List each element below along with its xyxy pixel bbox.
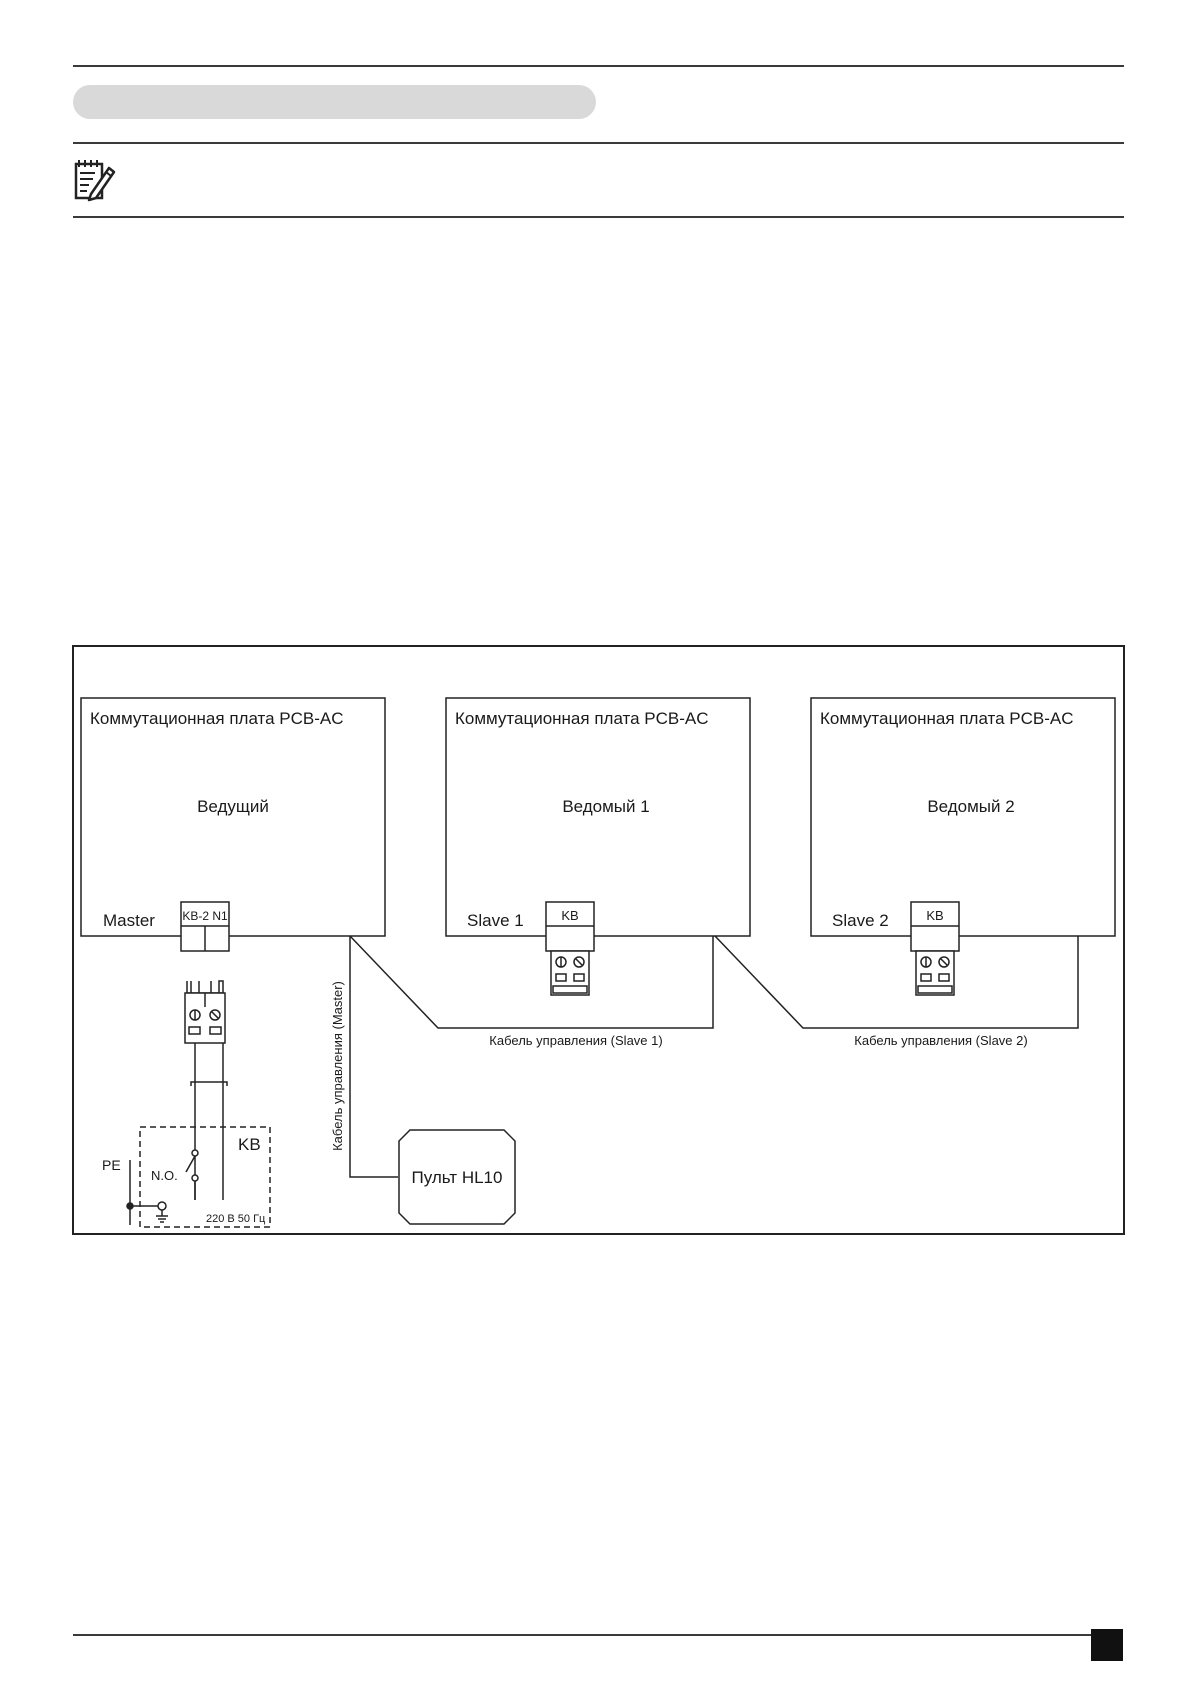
note-bottom-rule	[73, 216, 1124, 218]
top-rule	[73, 65, 1124, 67]
slave2-cable-label: Кабель управления (Slave 2)	[854, 1033, 1027, 1048]
board-slave2-title: Коммутационная плата PCB-AC	[820, 709, 1074, 728]
slave2-control-cable	[714, 935, 1079, 1029]
board-slave2-box	[810, 697, 1116, 937]
board-master-box	[80, 697, 386, 937]
slave2-terminal-label: KB	[926, 908, 943, 923]
page-number-marker	[1091, 1629, 1123, 1661]
board-slave2-port: Slave 2	[832, 911, 889, 930]
kb-switch-label: KB	[238, 1135, 261, 1154]
slave1-cable-label: Кабель управления (Slave 1)	[489, 1033, 662, 1048]
board-master-role: Ведущий	[197, 797, 269, 816]
slave1-plug-connector	[550, 950, 590, 996]
slave2-plug-connector	[915, 950, 955, 996]
board-master-port: Master	[103, 911, 155, 930]
master-control-cable	[349, 936, 398, 1178]
slave1-control-cable	[349, 935, 714, 1029]
board-slave1-port: Slave 1	[467, 911, 524, 930]
remote-hl10-box	[398, 1129, 516, 1225]
board-slave1-role: Ведомый 1	[562, 797, 649, 816]
footer-rule	[73, 1634, 1091, 1636]
kb-switch-box	[139, 1126, 271, 1228]
note-top-rule	[73, 142, 1124, 144]
ground-symbol	[126, 1160, 168, 1225]
kb-switch-contact: N.O.	[151, 1168, 178, 1183]
kb-switch-contact-symbol	[185, 1149, 199, 1200]
board-slave1-box	[445, 697, 751, 937]
master-switch-cable	[190, 1043, 228, 1200]
pe-label: PE	[102, 1157, 121, 1173]
diagram-frame	[72, 645, 1125, 1235]
remote-hl10-label: Пульт HL10	[412, 1168, 503, 1187]
note-pencil-icon	[74, 160, 116, 202]
master-cable-label: Кабель управления (Master)	[330, 981, 345, 1151]
board-master-title: Коммутационная плата PCB-AC	[90, 709, 344, 728]
slave1-terminal-label: KB	[561, 908, 578, 923]
section-heading-bar	[73, 85, 596, 119]
master-terminal-label: KB-2 N1	[182, 909, 228, 923]
board-slave2-role: Ведомый 2	[927, 797, 1014, 816]
power-supply-label: 220 В 50 Гц	[206, 1213, 266, 1225]
master-plug-connector	[184, 980, 226, 1044]
board-slave1-title: Коммутационная плата PCB-AC	[455, 709, 709, 728]
